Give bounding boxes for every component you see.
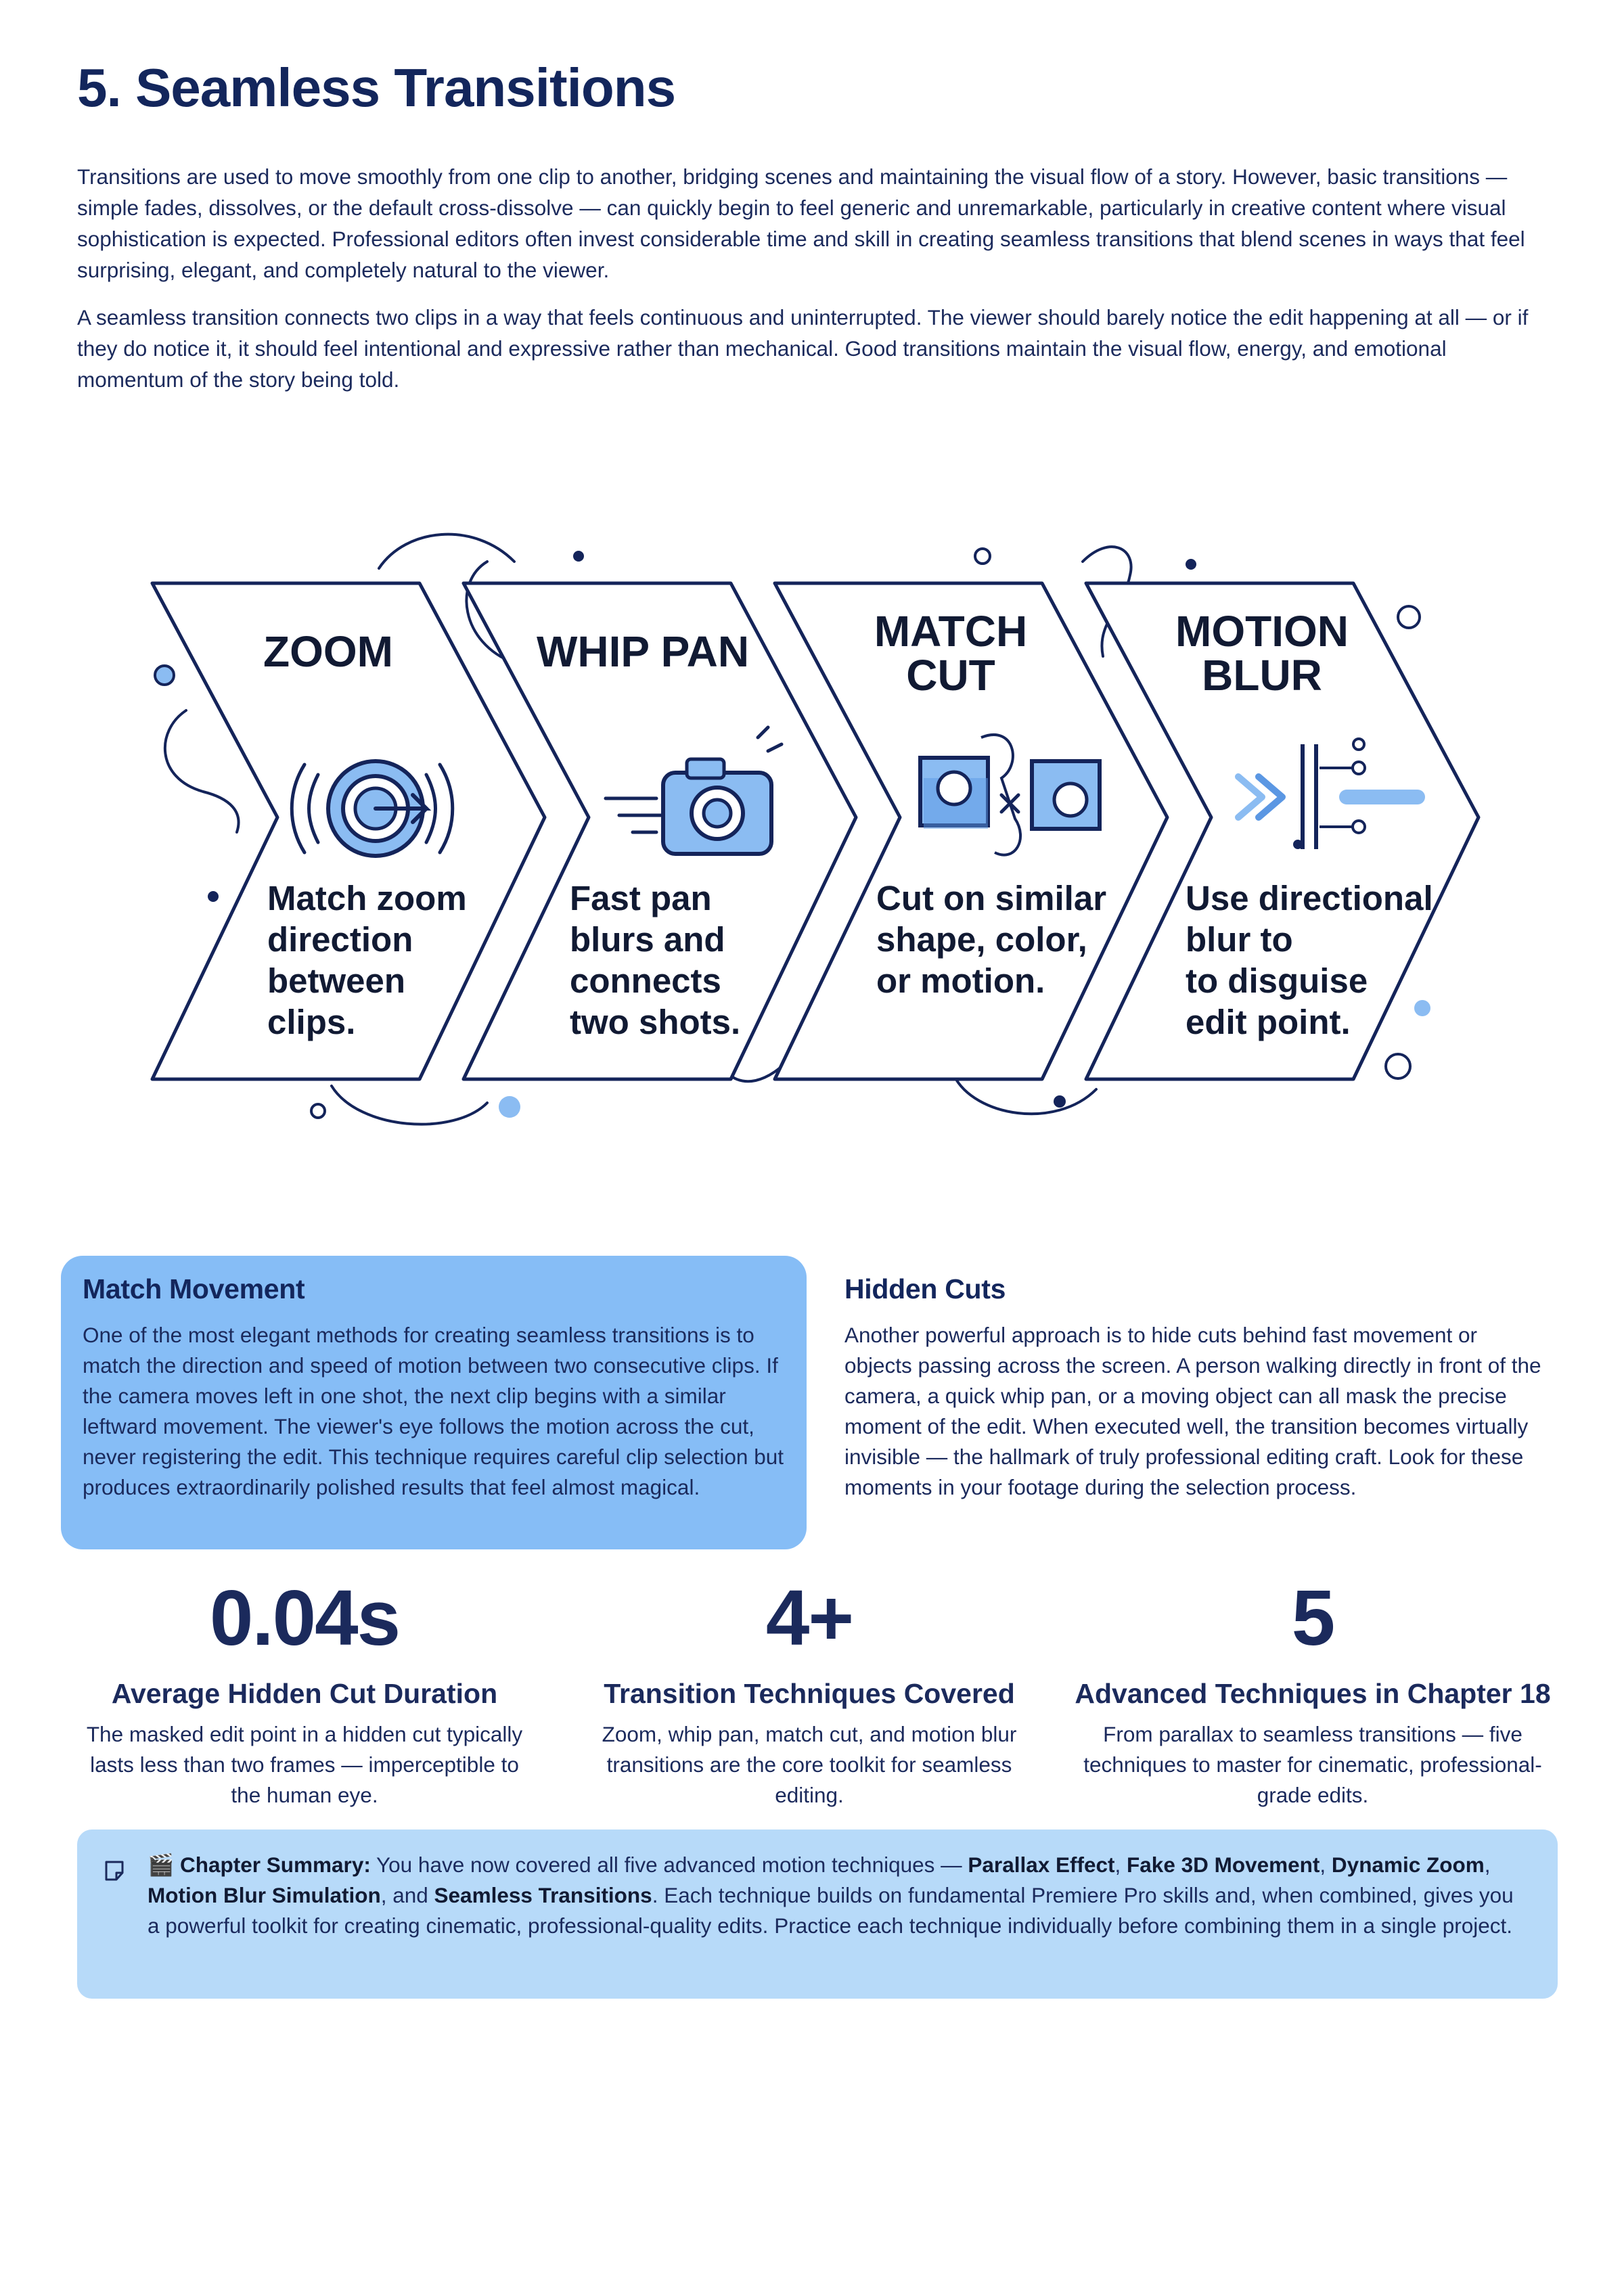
step-desc-3-line-2: to disguise: [1186, 961, 1368, 1000]
hidden-cuts-body: Another powerful approach is to hide cut…: [844, 1323, 1541, 1499]
step-desc-2-line-0: Cut on similar: [876, 879, 1106, 917]
intro-paragraph-2: A seamless transition connects two clips…: [77, 305, 1529, 392]
step-desc-3-line-3: edit point.: [1186, 1003, 1351, 1041]
step-title-2-line-1: CUT: [906, 651, 995, 700]
step-title-3-line-1: BLUR: [1202, 651, 1322, 700]
chapter-summary-text: 🎬 Chapter Summary: You have now covered …: [148, 1850, 1531, 1941]
motion-blur-icon: [1235, 737, 1425, 849]
summary-text-3: ,: [1320, 1853, 1332, 1877]
summary-lead: Chapter Summary:: [180, 1853, 371, 1877]
summary-text-5: , and: [380, 1883, 434, 1907]
stat-label: Transition Techniques Covered: [604, 1678, 1015, 1709]
chevron-whip-pan: [461, 581, 858, 1081]
step-title-2-line-0: MATCH: [874, 607, 1027, 656]
step-desc-2-line-2: or motion.: [876, 961, 1045, 1000]
chevron-motion-blur: [1084, 581, 1481, 1081]
step-desc-1-line-2: connects: [570, 961, 721, 1000]
summary-keyword-fake-3d: Fake 3D Movement: [1127, 1853, 1320, 1877]
intro-paragraph-1: Transitions are used to move smoothly fr…: [77, 164, 1525, 282]
hidden-cuts-card: Hidden Cuts Another powerful approach is…: [827, 1256, 1564, 1549]
summary-text-1: You have now covered all five advanced m…: [370, 1853, 968, 1877]
match-movement-body: One of the most elegant methods for crea…: [83, 1323, 784, 1499]
stat-label: Advanced Techniques in Chapter 18: [1075, 1678, 1551, 1709]
summary-text-4: ,: [1484, 1853, 1491, 1877]
step-title-1-line-0: WHIP PAN: [537, 627, 749, 676]
step-desc-0-line-3: clips.: [267, 1003, 355, 1041]
camera-icon: [604, 725, 784, 856]
step-desc-1-line-1: blurs and: [570, 920, 725, 959]
stat-value: 4+: [765, 1574, 854, 1662]
summary-keyword-dynamic-zoom: Dynamic Zoom: [1331, 1853, 1485, 1877]
summary-text-6: . Each technique builds on fundamental P…: [148, 1883, 1514, 1938]
clapper-emoji: 🎬: [148, 1853, 175, 1877]
zoom-target-icon: [290, 759, 455, 858]
summary-keyword-parallax: Parallax Effect: [968, 1853, 1115, 1877]
stat-label: Average Hidden Cut Duration: [111, 1678, 498, 1709]
chevron-match-cut: [773, 581, 1169, 1081]
chapter-summary-callout: 🎬 Chapter Summary: You have now covered …: [77, 1830, 1558, 1999]
stat-description: Zoom, whip pan, match cut, and motion bl…: [602, 1722, 1017, 1807]
note-icon: [105, 1861, 124, 1881]
step-desc-2-line-1: shape, color,: [876, 920, 1087, 959]
step-title-3-line-0: MOTION: [1175, 607, 1349, 656]
stat-description: From parallax to seamless transitions — …: [1083, 1722, 1542, 1807]
hidden-cuts-title: Hidden Cuts: [844, 1273, 1006, 1304]
step-desc-3-line-1: blur to: [1186, 920, 1293, 959]
summary-keyword-motion-blur: Motion Blur Simulation: [148, 1883, 381, 1907]
match-frames-icon: [918, 733, 1102, 857]
step-desc-1-line-0: Fast pan: [570, 879, 712, 917]
intro-section: Transitions are used to move smoothly fr…: [77, 161, 1547, 411]
chevron-shapes: [150, 581, 1481, 1081]
match-movement-title: Match Movement: [83, 1273, 305, 1304]
step-desc-0-line-1: direction: [267, 920, 413, 959]
stat-value: 0.04s: [209, 1574, 401, 1662]
stat-advanced-techniques: 5 Advanced Techniques in Chapter 18 From…: [1069, 1567, 1556, 1811]
stat-value: 5: [1291, 1574, 1336, 1662]
page-title: 5. Seamless Transitions: [77, 58, 676, 118]
stat-hidden-cut-duration: 0.04s Average Hidden Cut Duration The ma…: [61, 1567, 548, 1811]
stat-description: The masked edit point in a hidden cut ty…: [86, 1722, 523, 1807]
match-movement-card: Match Movement One of the most elegant m…: [61, 1256, 807, 1549]
stat-techniques-covered: 4+ Transition Techniques Covered Zoom, w…: [566, 1567, 1053, 1811]
summary-keyword-seamless: Seamless Transitions: [434, 1883, 652, 1907]
step-desc-0-line-0: Match zoom: [267, 879, 467, 917]
stats-row: 0.04s Average Hidden Cut Duration The ma…: [61, 1567, 1558, 1824]
summary-text-2: ,: [1114, 1853, 1127, 1877]
step-desc-3-line-0: Use directional: [1186, 879, 1433, 917]
step-title-0-line-0: ZOOM: [263, 627, 393, 676]
step-desc-1-line-3: two shots.: [570, 1003, 740, 1041]
step-desc-0-line-2: between: [267, 961, 405, 1000]
